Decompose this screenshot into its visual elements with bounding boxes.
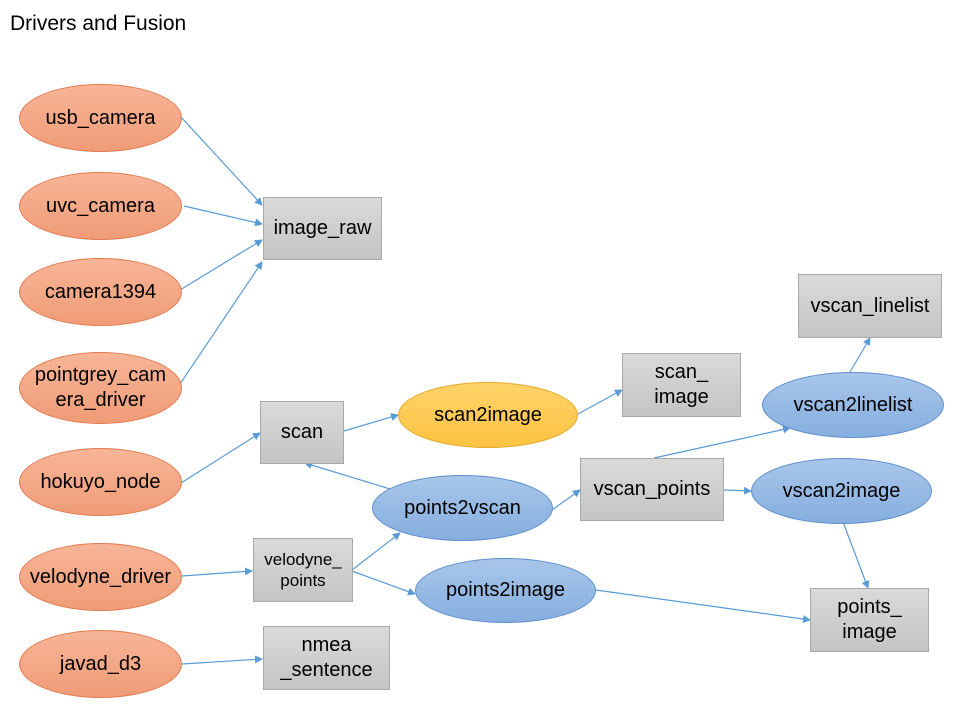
node-scan2image-label: scan2image (434, 403, 542, 426)
topic-vscan-linelist-label: vscan_linelist (810, 294, 930, 317)
topic-scan-label: scan (280, 421, 324, 443)
topic-image-raw[interactable]: image_raw (263, 197, 382, 260)
title-rest: and Fusion (76, 12, 187, 35)
node-vscan2linelist[interactable]: vscan2linelist (762, 372, 944, 438)
node-points2vscan[interactable]: points2vscan (372, 475, 553, 541)
node-camera1394-label: camera1394 (44, 280, 157, 303)
node-points2image[interactable]: points2image (415, 558, 596, 623)
node-hokuyo-label: hokuyo_node (40, 470, 161, 493)
page-title: Drivers and Fusion (10, 12, 186, 36)
node-pointgrey-line1: pointgrey_cam (34, 364, 167, 386)
topic-scan-image-line1: scan_ (654, 361, 709, 383)
topic-velodyne-line2: points (280, 571, 326, 590)
node-camera1394[interactable]: camera1394 (19, 258, 182, 326)
edge-points2vscan-to-vscan-points (551, 489, 581, 511)
topic-points-image-line1: points_ (837, 596, 902, 618)
title-bold: Drivers (10, 12, 77, 35)
edge-scan2image-to-scan-image (577, 389, 623, 415)
node-usb-camera[interactable]: usb_camera (19, 84, 182, 152)
node-vscan2linelist-label: vscan2linelist (793, 393, 913, 416)
node-pointgrey-label: pointgrey_cam era_driver (35, 363, 166, 413)
node-velodyne-driver-label: velodyne_driver (29, 565, 172, 588)
node-pointgrey-camera-driver[interactable]: pointgrey_cam era_driver (19, 352, 182, 424)
edge-points2image-to-points-image (595, 589, 811, 623)
topic-velodyne-points-label: velodyne_ points (264, 549, 342, 592)
edge-vscan2image-to-points-image (842, 521, 870, 589)
node-points2vscan-label: points2vscan (404, 496, 521, 519)
edge-vscan-points-to-vscan2image (723, 486, 752, 495)
node-velodyne-driver[interactable]: velodyne_driver (19, 543, 182, 611)
edge-camera1394-to-image-raw (179, 239, 263, 291)
node-uvc-camera[interactable]: uvc_camera (19, 172, 182, 240)
edge-points2vscan-to-scan (304, 461, 391, 490)
edge-usb-to-image-raw (180, 116, 263, 206)
topic-points-image[interactable]: points_ image (810, 588, 929, 652)
node-usb-camera-label: usb_camera (45, 106, 156, 129)
topic-scan[interactable]: scan (260, 401, 344, 464)
topic-points-image-label: points_ image (837, 595, 902, 645)
topic-nmea-label: nmea _sentence (280, 633, 372, 683)
edge-uvc-to-image-raw (183, 205, 263, 227)
topic-vscan-points-label: vscan_points (593, 478, 711, 500)
node-pointgrey-line2: era_driver (55, 389, 146, 411)
topic-nmea-line2: _sentence (280, 659, 373, 681)
edge-velodyne-points-to-points2image (351, 570, 416, 596)
edge-javad-to-nmea (181, 655, 263, 665)
edge-scan-to-scan2image (343, 413, 399, 432)
topic-image-raw-label: image_raw (273, 217, 372, 239)
node-vscan2image-label: vscan2image (782, 479, 901, 502)
topic-scan-image-line2: image (654, 386, 709, 408)
topic-scan-image-label: scan_ image (654, 360, 708, 410)
node-points2image-label: points2image (446, 579, 565, 601)
topic-points-image-line2: image (842, 621, 897, 643)
edge-vscan2linelist-to-vscan-linelist (849, 337, 871, 373)
node-vscan2image[interactable]: vscan2image (751, 458, 932, 524)
topic-velodyne-points[interactable]: velodyne_ points (253, 538, 353, 602)
topic-nmea-line1: nmea (301, 634, 352, 656)
edge-velodyne-driver-to-velodyne-points (181, 567, 253, 577)
node-javad-d3[interactable]: javad_d3 (19, 630, 182, 698)
edge-vscan-points-to-vscan2linelist (653, 425, 791, 459)
edge-pointgrey-to-image-raw (179, 261, 263, 385)
topic-velodyne-line1: velodyne_ (264, 549, 342, 569)
node-hokuyo-node[interactable]: hokuyo_node (19, 448, 182, 516)
topic-scan-image[interactable]: scan_ image (622, 353, 741, 417)
node-scan2image[interactable]: scan2image (398, 382, 578, 448)
topic-vscan-points[interactable]: vscan_points (580, 458, 724, 521)
node-javad-label: javad_d3 (59, 652, 142, 675)
topic-nmea-sentence[interactable]: nmea _sentence (263, 626, 390, 690)
topic-vscan-linelist[interactable]: vscan_linelist (798, 274, 942, 338)
edge-velodyne-points-to-points2vscan (351, 532, 401, 571)
edge-hokuyo-to-scan (180, 432, 261, 484)
node-uvc-camera-label: uvc_camera (46, 194, 155, 217)
